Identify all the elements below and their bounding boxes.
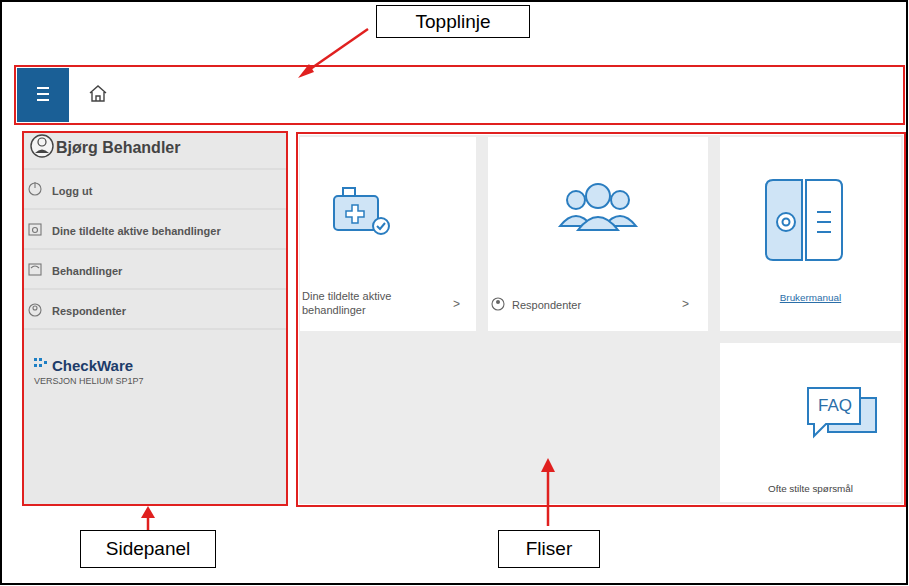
callout-box: Topplinje bbox=[376, 5, 530, 38]
box-label: Sidepanel bbox=[106, 538, 191, 560]
arrow-head bbox=[141, 506, 155, 518]
menu-separators bbox=[24, 169, 286, 329]
people-icon bbox=[560, 184, 636, 230]
respondent-small-icon bbox=[492, 298, 504, 310]
tile-text: Respondenter bbox=[512, 298, 581, 312]
sidepanel-ground bbox=[24, 133, 286, 504]
tile: Ofte stilte spørsmål bbox=[720, 343, 907, 502]
tile: Dine tildelte aktive behandlinger bbox=[300, 137, 476, 331]
tile-text: Ofte stilte spørsmål bbox=[720, 483, 901, 496]
tile-link: Brukermanual bbox=[720, 292, 901, 305]
menu-item: Logg ut bbox=[52, 184, 92, 198]
tile: Respondenter bbox=[488, 137, 708, 331]
tiles-ground bbox=[299, 135, 903, 504]
tile-ground bbox=[720, 137, 901, 331]
icon-text: FAQ bbox=[818, 396, 852, 416]
menu-item: Respondenter bbox=[52, 304, 126, 318]
tile-ground bbox=[300, 137, 476, 331]
user-name: Bjørg Behandler bbox=[56, 138, 180, 159]
version-text: VERSJON HELIUM SP1P7 bbox=[34, 376, 144, 388]
menu-item: Dine tildelte aktive behandlinger bbox=[52, 224, 221, 238]
manual-icon bbox=[766, 180, 842, 260]
tile-text: Dine tildelte aktive behandlinger bbox=[302, 289, 432, 318]
tile-ground bbox=[488, 137, 708, 331]
brand-logo: CheckWare bbox=[52, 356, 133, 376]
home-icon bbox=[90, 86, 106, 101]
topbar-outline bbox=[15, 66, 904, 124]
menu-icons bbox=[29, 182, 41, 316]
tile-ground bbox=[720, 343, 901, 502]
checkware-logo-mark bbox=[34, 358, 47, 367]
callout-box: Sidepanel bbox=[80, 530, 216, 568]
avatar-icon bbox=[31, 135, 53, 157]
briefcase-icon bbox=[334, 188, 389, 234]
box-label: Topplinje bbox=[416, 11, 491, 33]
hamburger-icon bbox=[37, 88, 49, 100]
arrow-connector bbox=[141, 506, 155, 530]
chevron: > bbox=[453, 297, 460, 311]
menu-button bbox=[17, 68, 69, 122]
chevron: > bbox=[682, 297, 689, 311]
leader-arrows bbox=[298, 29, 555, 526]
menu-item: Behandlinger bbox=[52, 264, 122, 278]
box-label: Fliser bbox=[526, 538, 572, 560]
tiles-outline bbox=[297, 133, 905, 506]
arrow-line bbox=[147, 516, 150, 530]
tile: Brukermanual bbox=[720, 137, 907, 331]
sidepanel-region: Bjørg BehandlerLogg ut Dine tildelte akti… bbox=[22, 131, 288, 506]
faq-icon bbox=[808, 388, 876, 436]
callout-box: Fliser bbox=[498, 530, 600, 568]
